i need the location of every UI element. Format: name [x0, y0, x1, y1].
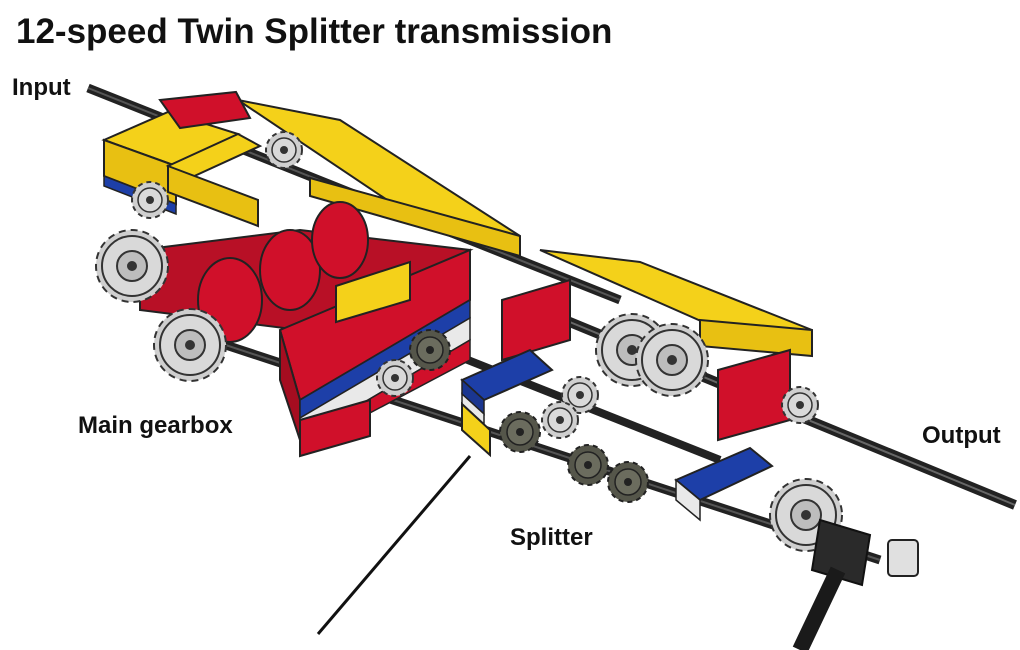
main-gearbox-assembly	[95, 90, 521, 458]
main-gearbox-label: Main gearbox	[78, 412, 233, 439]
output-label: Output	[922, 422, 1001, 449]
splitter-label: Splitter	[510, 524, 593, 551]
splitter-assembly	[460, 249, 919, 650]
pointer-line	[316, 455, 472, 635]
page-title: 12-speed Twin Splitter transmission	[16, 12, 613, 51]
input-label: Input	[12, 74, 71, 101]
